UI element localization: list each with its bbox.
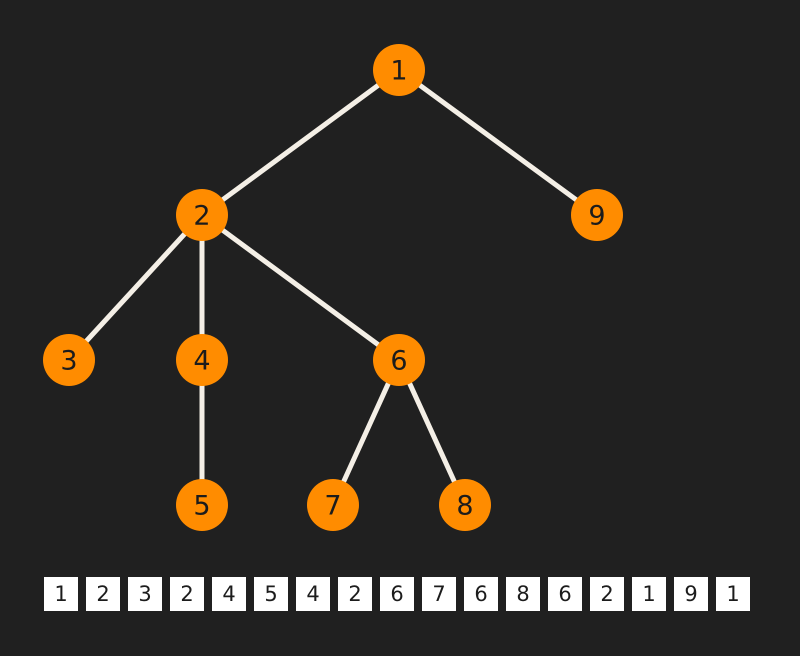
edge-6-7: [330, 357, 402, 508]
tour-cell: 5: [254, 577, 288, 611]
node-circle: [176, 189, 228, 241]
node-label: 7: [324, 491, 341, 522]
tour-cell: 7: [422, 577, 456, 611]
node-label: 1: [390, 56, 407, 87]
tour-cell: 4: [296, 577, 330, 611]
tour-cell: 1: [44, 577, 78, 611]
edge-6-8: [396, 357, 468, 508]
tree-node-1: 1: [373, 44, 425, 96]
tree-node-8: 8: [439, 479, 491, 531]
node-circle: [176, 479, 228, 531]
node-label: 3: [60, 346, 77, 377]
tour-cell: 2: [590, 577, 624, 611]
tree-node-7: 7: [307, 479, 359, 531]
node-circle: [43, 334, 95, 386]
tree-node-4: 4: [176, 334, 228, 386]
tour-cell: 6: [548, 577, 582, 611]
node-layer: 1 2 9 3 4 6 5 7 8: [43, 44, 623, 531]
tree-node-3: 3: [43, 334, 95, 386]
node-label: 9: [588, 201, 605, 232]
node-label: 4: [193, 346, 210, 377]
tour-cell: 2: [86, 577, 120, 611]
tour-cell: 2: [338, 577, 372, 611]
tour-cell: 6: [464, 577, 498, 611]
node-circle: [176, 334, 228, 386]
tree-node-2: 2: [176, 189, 228, 241]
tour-cell: 2: [170, 577, 204, 611]
edge-layer: [66, 67, 600, 508]
tour-cell: 6: [380, 577, 414, 611]
tour-cell: 1: [716, 577, 750, 611]
node-circle: [307, 479, 359, 531]
edge-2-3: [66, 212, 205, 363]
tour-cell: 1: [632, 577, 666, 611]
node-circle: [571, 189, 623, 241]
node-circle: [439, 479, 491, 531]
tree-diagram: 1 2 9 3 4 6 5 7 8: [43, 44, 623, 531]
tour-cell: 3: [128, 577, 162, 611]
tour-cell: 4: [212, 577, 246, 611]
tree-node-5: 5: [176, 479, 228, 531]
node-label: 6: [390, 346, 407, 377]
tree-node-9: 9: [571, 189, 623, 241]
tour-cell: 9: [674, 577, 708, 611]
node-label: 2: [193, 201, 210, 232]
edge-1-2: [199, 67, 402, 218]
node-label: 5: [193, 491, 210, 522]
edge-2-6: [199, 212, 402, 363]
node-circle: [373, 44, 425, 96]
edge-1-9: [396, 67, 600, 218]
tree-node-6: 6: [373, 334, 425, 386]
node-circle: [373, 334, 425, 386]
tour-cell: 8: [506, 577, 540, 611]
node-label: 8: [456, 491, 473, 522]
